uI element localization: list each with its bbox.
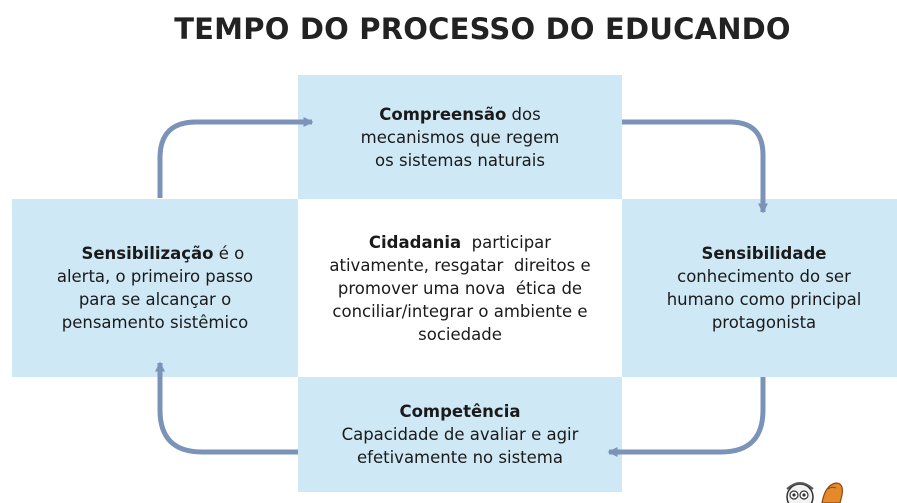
arrow-to-sensibilidade: [622, 119, 768, 214]
sensibilizacao-text-3: para se alcançar o: [78, 290, 232, 309]
cartoon-character-illustration: [786, 482, 843, 503]
arrow-to-sensibilizacao: [155, 361, 298, 455]
box-cidadania: Cidadania participar ativamente, resgata…: [298, 199, 622, 377]
sensibilidade-text-2: conhecimento do ser: [677, 267, 851, 286]
box-competencia: Competência Capacidade de avaliar e agir…: [298, 377, 622, 492]
competencia-heading: Competência: [399, 402, 521, 421]
box-sensibilidade: Sensibilidade conhecimento do ser humano…: [622, 199, 897, 377]
cidadania-heading: Cidadania: [368, 232, 462, 252]
compreensao-text-1: dos: [506, 104, 541, 124]
cidadania-text-4: conciliar/integrar o ambiente e: [332, 301, 588, 321]
compreensao-text-3: os sistemas naturais: [375, 150, 545, 170]
sensibilidade-heading: Sensibilidade: [701, 244, 827, 263]
box-compreensao: Compreensão dos mecanismos que regem os …: [298, 75, 622, 199]
box-sensibilizacao: Sensibilização é o alerta, o primeiro pa…: [12, 199, 298, 377]
competencia-text-3: efetivamente no sistema: [357, 448, 563, 467]
sensibilizacao-text-4: pensamento sistêmico: [61, 313, 249, 332]
competencia-text-2: Capacidade de avaliar e agir: [341, 425, 579, 444]
sensibilidade-text-3: humano como principal: [666, 290, 862, 309]
compreensao-heading: Compreensão: [379, 104, 507, 124]
cidadania-text-3: promover uma nova ética de: [337, 278, 583, 298]
sensibilizacao-text-2: alerta, o primeiro passo: [56, 267, 254, 286]
sensibilizacao-text-1: é o: [213, 244, 245, 263]
sensibilidade-text-4: protagonista: [711, 313, 817, 332]
cidadania-text-1: participar: [461, 232, 552, 252]
cidadania-text-5: sociedade: [418, 324, 502, 344]
compreensao-text-2: mecanismos que regem: [360, 127, 560, 147]
arrow-to-competencia: [607, 377, 766, 457]
diagram-title: TEMPO DO PROCESSO DO EDUCANDO: [174, 12, 791, 46]
sensibilizacao-heading: Sensibilização: [81, 244, 214, 263]
arrow-to-compreensao: [157, 117, 314, 198]
cidadania-text-2: ativamente, resgatar direitos e: [329, 255, 591, 275]
